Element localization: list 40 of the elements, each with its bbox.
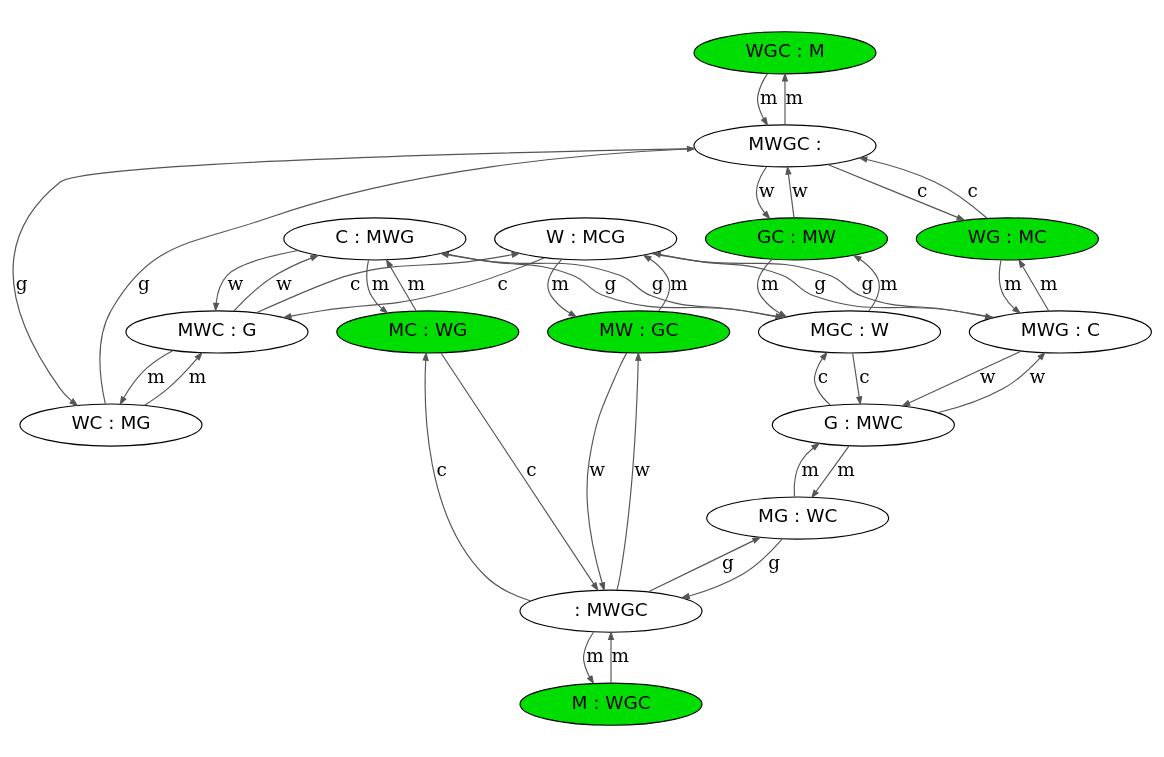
edge-label: w [275, 272, 292, 294]
edge-label: m [371, 272, 390, 294]
edge-label: w [589, 458, 606, 480]
edge-label: g [15, 272, 28, 294]
edge-label: m [761, 272, 779, 294]
edge-label: m [611, 645, 629, 667]
edge-label: m [670, 272, 688, 294]
edge-label: w [1029, 365, 1046, 387]
edge-label: c [526, 458, 537, 480]
edge-label: c [350, 272, 361, 294]
edge-label: c [436, 458, 447, 480]
edge-label: m [551, 272, 570, 294]
edge-label: m [407, 272, 426, 294]
edge-label: m [1040, 272, 1058, 294]
edge-label: m [785, 86, 803, 108]
edge-label: g [137, 272, 150, 294]
edge-label: c [859, 365, 870, 387]
edge-label: m [760, 86, 778, 108]
edge-label: m [147, 365, 165, 387]
edge-label: g [814, 272, 827, 294]
edge-label: m [879, 272, 898, 294]
edge-label: w [227, 272, 244, 294]
edge-label: w [634, 458, 651, 480]
edge-label: c [497, 272, 508, 294]
edge-label: m [837, 458, 855, 480]
edge-label: g [861, 272, 874, 294]
edge-label: w [792, 179, 808, 201]
edge-label: m [188, 365, 207, 387]
edge-label: c [967, 179, 978, 201]
edge-label: w [758, 179, 775, 201]
edge-label: c [916, 179, 928, 201]
edge-label: m [801, 458, 820, 480]
edge-label: g [651, 272, 664, 294]
edge-label: c [817, 365, 829, 387]
edge-label: g [768, 552, 780, 573]
edge-label: g [604, 272, 617, 294]
edge-label: g [722, 552, 734, 573]
edge-label: m [586, 645, 604, 667]
edge-label: w [979, 365, 996, 387]
edge-label: m [1004, 272, 1022, 294]
